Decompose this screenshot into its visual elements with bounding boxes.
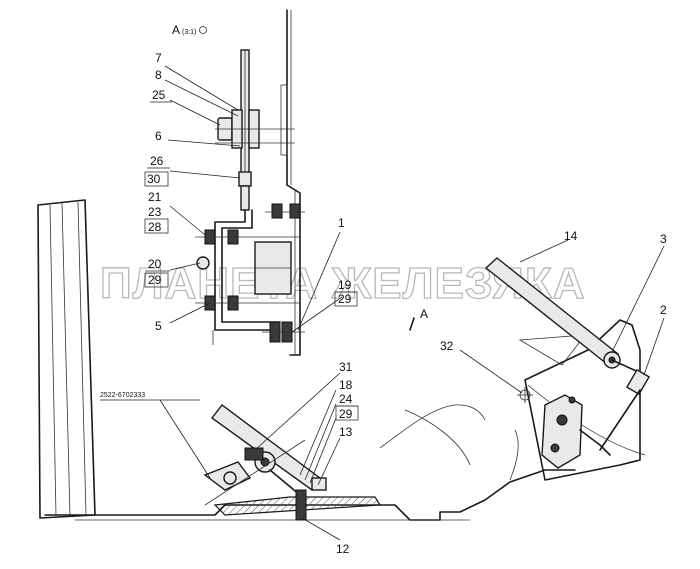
callout-3: 3 bbox=[660, 232, 667, 246]
callout-8: 8 bbox=[155, 68, 162, 82]
view-letter: A bbox=[172, 23, 180, 37]
callout-31: 31 bbox=[339, 360, 353, 374]
view-marker-icon bbox=[199, 26, 207, 34]
callout-29-c: 29 bbox=[339, 407, 353, 421]
small-fastener bbox=[238, 171, 252, 211]
callout-21: 21 bbox=[148, 190, 162, 204]
callout-20: 20 bbox=[148, 257, 162, 271]
linkage-callouts: 14 3 2 32 bbox=[440, 229, 667, 353]
view-a-title: A (3:1) bbox=[172, 23, 207, 37]
callout-30: 30 bbox=[147, 172, 161, 186]
view-a-leaders bbox=[164, 65, 343, 333]
callout-5: 5 bbox=[155, 319, 162, 333]
pivot-bolt-assembly bbox=[215, 109, 295, 149]
callout-26: 26 bbox=[150, 154, 164, 168]
callout-2: 2 bbox=[660, 303, 667, 317]
view-scale: (3:1) bbox=[182, 29, 196, 36]
callout-12: 12 bbox=[336, 542, 350, 556]
callout-14: 14 bbox=[564, 229, 578, 243]
callout-25: 25 bbox=[152, 88, 166, 102]
view-arrow-letter: A bbox=[420, 307, 428, 321]
callout-29-a: 29 bbox=[148, 273, 162, 287]
callout-6: 6 bbox=[155, 129, 162, 143]
cab-front-panel bbox=[37, 199, 96, 519]
callout-13: 13 bbox=[339, 425, 353, 439]
side-view-callouts: 2522-6702333 31 18 24 29 13 12 bbox=[100, 360, 359, 556]
callout-32: 32 bbox=[440, 339, 454, 353]
view-a-callouts: 7 8 25 6 26 30 21 23 28 20 29 5 1 19 29 bbox=[144, 51, 358, 333]
callout-23: 23 bbox=[148, 205, 162, 219]
side-view-leaders bbox=[100, 372, 341, 541]
callout-7: 7 bbox=[155, 51, 162, 65]
callout-1: 1 bbox=[338, 216, 345, 230]
callout-24: 24 bbox=[339, 392, 353, 406]
callout-18: 18 bbox=[339, 378, 353, 392]
throttle-mechanism bbox=[517, 368, 651, 469]
view-direction-arrow: A bbox=[409, 307, 428, 331]
part-number-label: 2522-6702333 bbox=[100, 392, 145, 399]
accelerator-pedal bbox=[203, 404, 327, 521]
callout-28: 28 bbox=[148, 220, 162, 234]
linkage-leaders bbox=[459, 239, 665, 394]
callout-29-b: 29 bbox=[338, 292, 352, 306]
callout-19: 19 bbox=[338, 278, 352, 292]
